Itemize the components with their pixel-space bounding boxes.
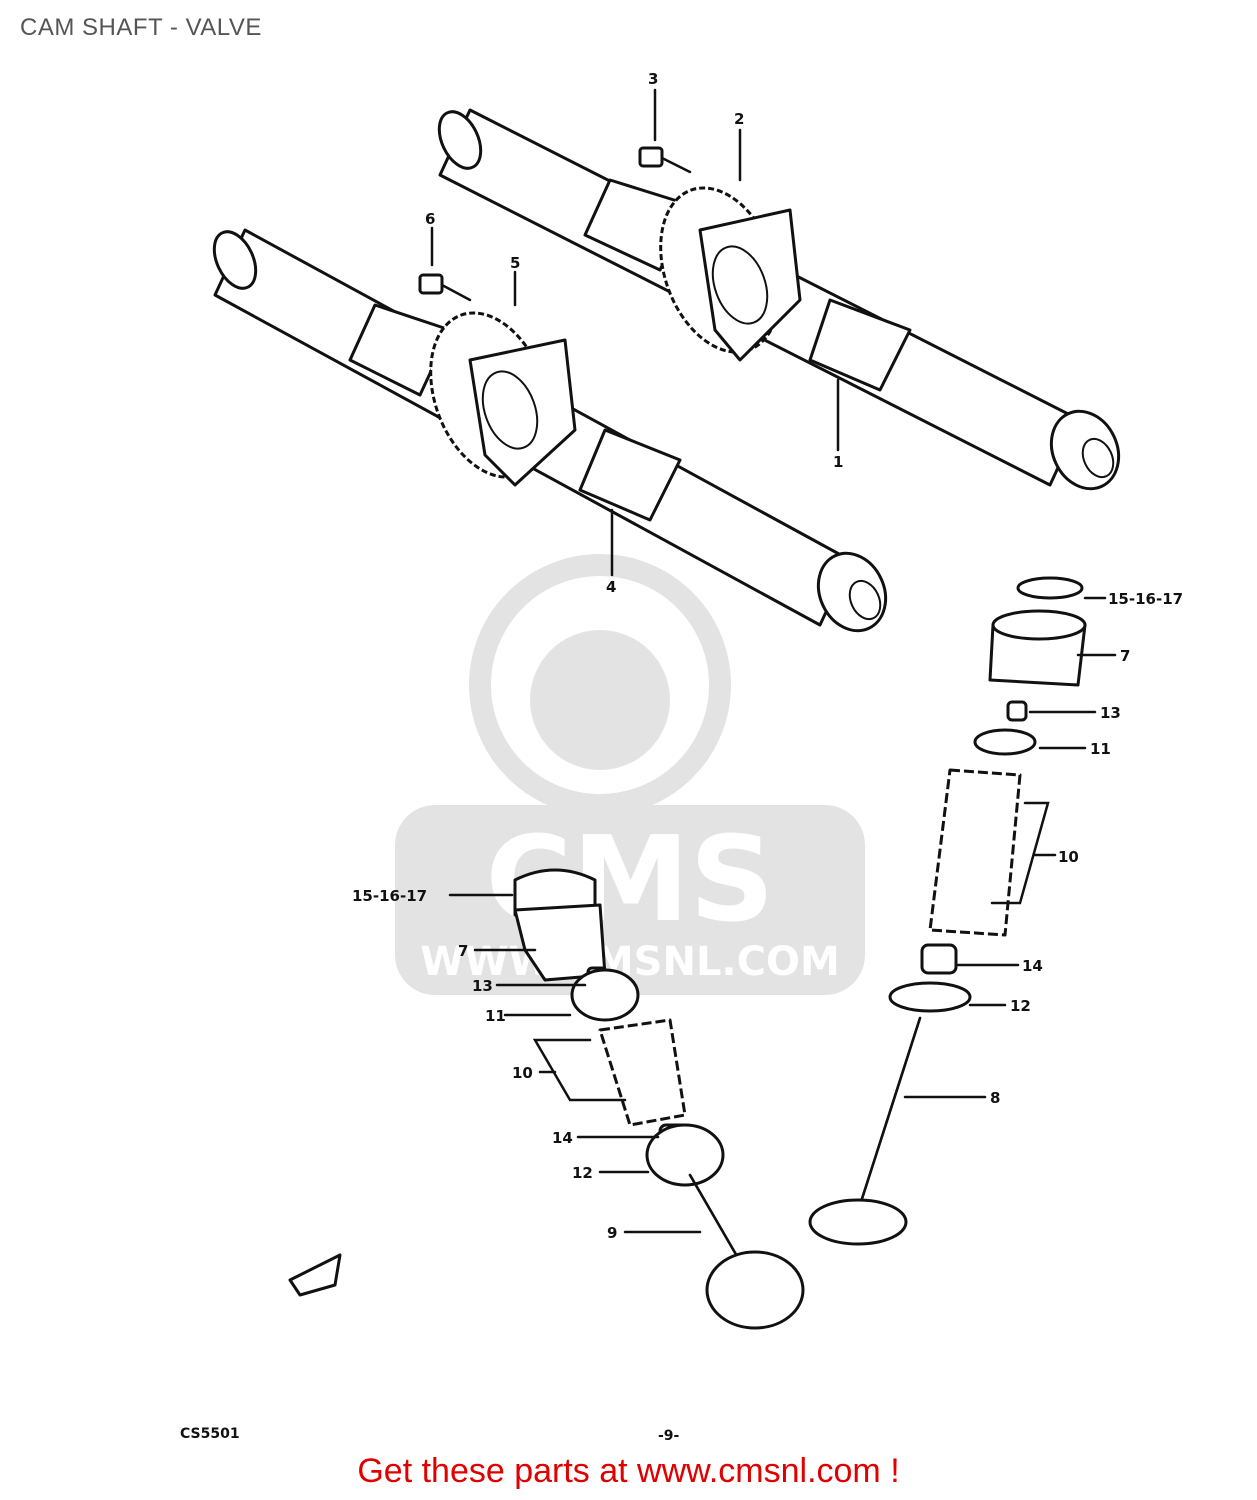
spring-left (598, 1018, 687, 1127)
callout-6: 6 (425, 210, 435, 228)
spring-seat-left (645, 1123, 725, 1187)
callout-left-13: 13 (472, 977, 493, 995)
cotter-right (1006, 700, 1028, 722)
callout-4: 4 (606, 578, 616, 596)
callout-left-10: 10 (512, 1064, 533, 1082)
spring-seat-right (888, 981, 972, 1013)
page-title: CAM SHAFT - VALVE (20, 14, 262, 41)
callout-right-7: 7 (1120, 647, 1130, 665)
callout-left-15-16-17: 15-16-17 (352, 887, 427, 905)
callout-2: 2 (734, 110, 744, 128)
callout-left-14: 14 (552, 1129, 573, 1147)
callout-right-8: 8 (990, 1089, 1000, 1107)
callout-left-12: 12 (572, 1164, 593, 1182)
callout-right-13: 13 (1100, 704, 1121, 722)
callout-right-15-16-17: 15-16-17 (1108, 590, 1183, 608)
callout-labels: 1 2 3 4 5 6 15-16-17 7 13 11 10 14 12 8 … (352, 70, 1183, 1242)
sprocket-bolt-lower (418, 273, 472, 302)
callout-1: 1 (833, 453, 843, 471)
diagram-code: CS5501 (180, 1426, 240, 1442)
callout-right-14: 14 (1022, 957, 1043, 975)
retainer-right (973, 728, 1037, 756)
valve-assembly-left (513, 868, 805, 1330)
callout-3: 3 (648, 70, 658, 88)
shim-right (1016, 576, 1084, 600)
callout-right-11: 11 (1090, 740, 1111, 758)
retainer-left (570, 968, 640, 1022)
spring-right (928, 768, 1022, 937)
page-number: -9- (658, 1428, 680, 1444)
front-arrow-icon (288, 1253, 342, 1297)
leader-lines (430, 88, 1117, 1234)
callout-right-12: 12 (1010, 997, 1031, 1015)
callout-left-7: 7 (458, 942, 468, 960)
valve-assembly-right (808, 576, 1087, 1246)
cam-sprocket-upper (659, 186, 802, 362)
sprocket-bolt-upper (638, 146, 692, 174)
callout-left-11: 11 (485, 1007, 506, 1025)
cam-sprocket-lower (429, 311, 577, 487)
callout-right-10: 10 (1058, 848, 1079, 866)
cta-link[interactable]: Get these parts at www.cmsnl.com ! (357, 1452, 900, 1490)
tappet-left (513, 903, 607, 982)
valve-head-left (705, 1250, 805, 1330)
callout-left-9: 9 (607, 1224, 617, 1242)
valve-head-right (808, 1198, 908, 1246)
callout-5: 5 (510, 254, 520, 272)
seal-right (920, 943, 958, 975)
